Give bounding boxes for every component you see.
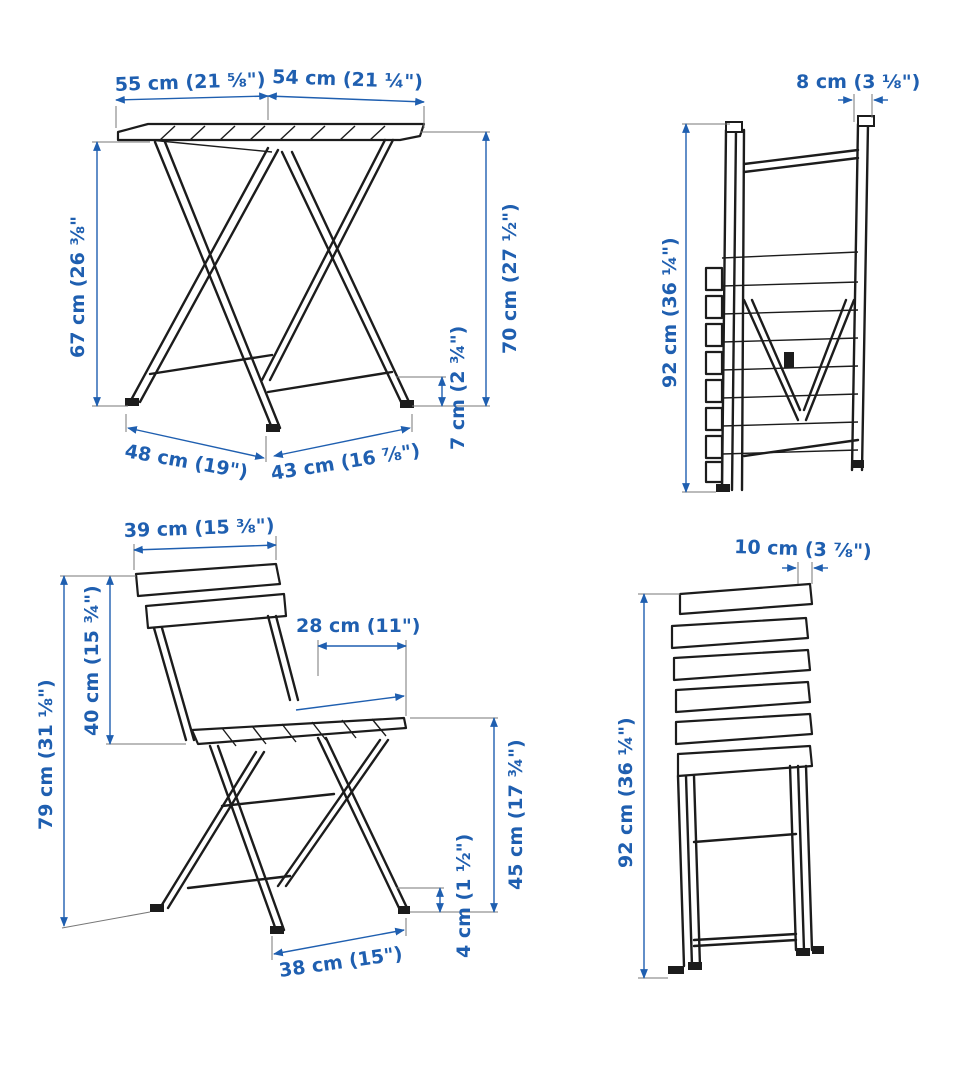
folded-chair-thickness-label: 10 cm (3 ⅞") — [734, 536, 872, 563]
chair-back-height-label: 40 cm (15 ¾") — [81, 585, 103, 736]
table-base-width-label: 48 cm (19") — [123, 440, 249, 483]
folded-table-drawing — [704, 115, 875, 492]
chair-seat-depth-label: 28 cm (11") — [296, 615, 420, 637]
chair-base-width-label: 38 cm (15") — [278, 943, 404, 982]
chair-total-height-label: 79 cm (31 ⅛") — [35, 679, 57, 830]
chair-dimension-lines — [60, 536, 498, 960]
folded-chair-height-label: 92 cm (36 ¼") — [615, 717, 637, 868]
table-top-depth-label: 54 cm (21 ¼") — [272, 66, 423, 93]
table-base-depth-label: 43 cm (16 ⅞") — [269, 440, 421, 485]
table-total-height-label: 70 cm (27 ½") — [499, 203, 521, 354]
chair-foot-height-label: 4 cm (1 ½") — [453, 834, 475, 958]
chair-seat — [190, 716, 408, 746]
chair-back-width-label: 39 cm (15 ⅜") — [123, 515, 274, 542]
table-dimension-lines — [92, 92, 490, 462]
table-top-width-label: 55 cm (21 ⅝") — [114, 69, 265, 96]
chair-back-slat-upper — [134, 562, 282, 598]
folded-table-dimension-lines — [682, 94, 888, 493]
folded-chair-dimension-lines — [638, 562, 828, 979]
chair-drawing — [134, 562, 410, 934]
folded-table-height-label: 92 cm (36 ¼") — [659, 237, 681, 388]
folded-chair-drawing — [668, 582, 824, 974]
table-leg-height-label: 67 cm (26 ⅜" — [67, 216, 89, 358]
chair-seat-height-label: 45 cm (17 ¾") — [505, 739, 527, 890]
table-drawing — [116, 122, 426, 432]
folded-table-thickness-label: 8 cm (3 ⅛") — [796, 71, 920, 93]
chair-back-slat-lower — [144, 592, 288, 630]
table-foot-height-label: 7 cm (2 ¾") — [447, 326, 469, 450]
